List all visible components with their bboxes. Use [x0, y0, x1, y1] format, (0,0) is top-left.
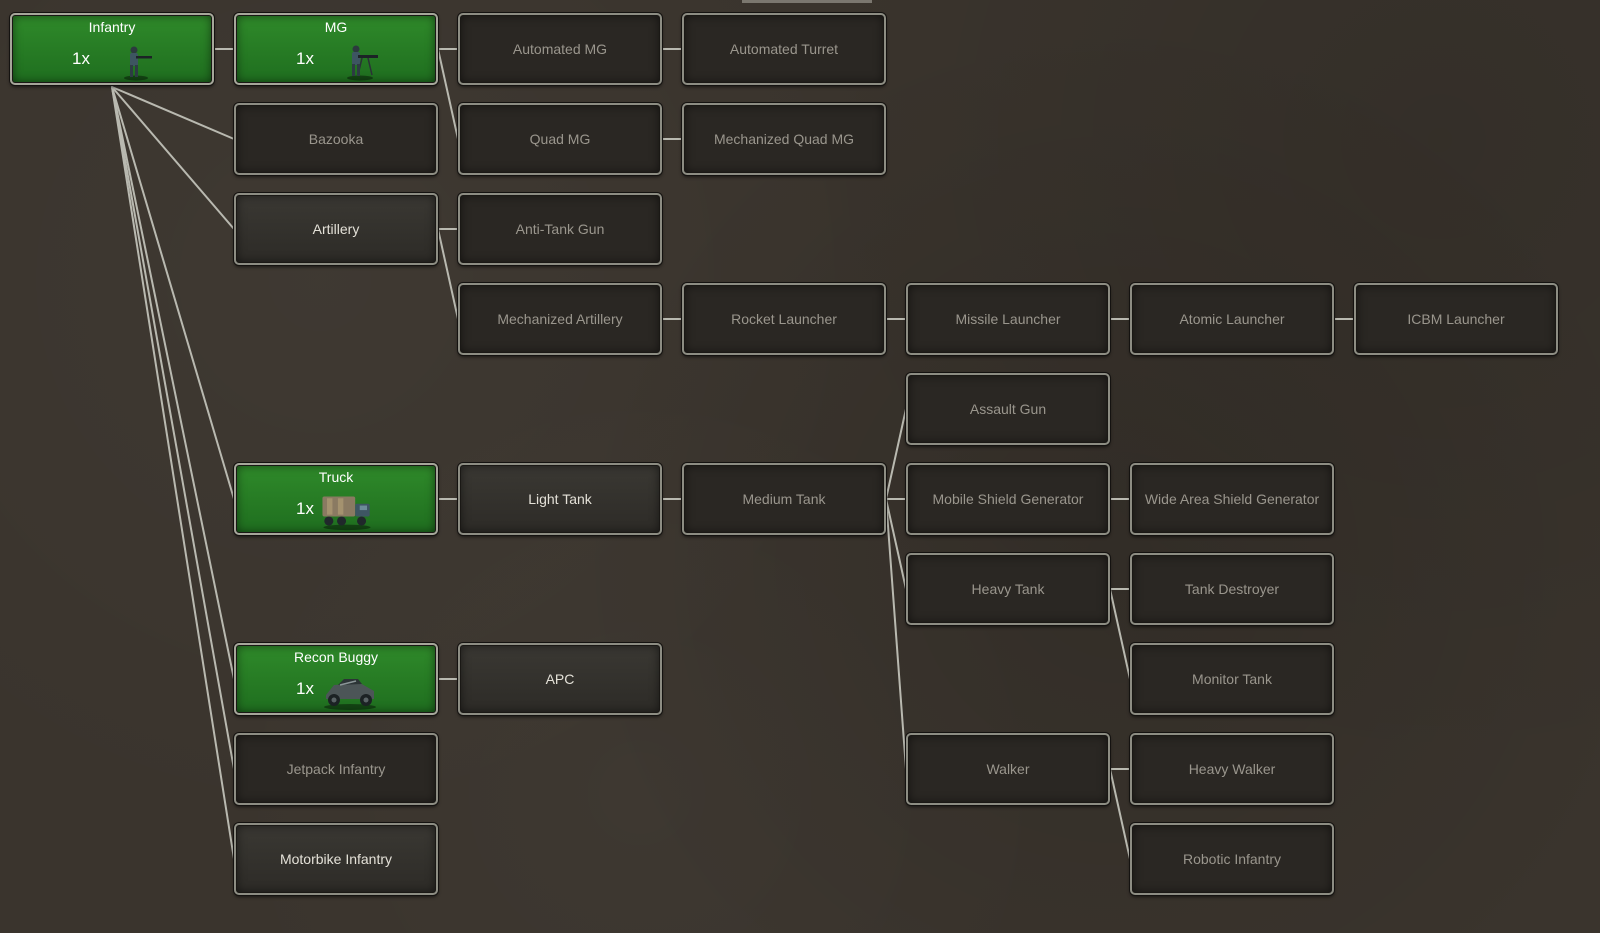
node-label: Automated MG — [512, 41, 608, 57]
node-robotic-infantry[interactable]: Robotic Infantry — [1130, 823, 1334, 895]
node-walker[interactable]: Walker — [906, 733, 1110, 805]
node-label: Walker — [986, 761, 1030, 777]
link-infantry-motorbike_infantry — [111, 86, 235, 860]
link-medium_tank-heavy_tank — [885, 498, 907, 590]
node-label: Robotic Infantry — [1182, 851, 1282, 867]
node-tank-destroyer[interactable]: Tank Destroyer — [1130, 553, 1334, 625]
node-label: Bazooka — [308, 131, 364, 147]
node-label: Mobile Shield Generator — [932, 491, 1084, 507]
node-label: Jetpack Infantry — [286, 761, 386, 777]
node-anti-tank-gun[interactable]: Anti-Tank Gun — [458, 193, 662, 265]
node-truck[interactable]: Truck 1x — [234, 463, 438, 535]
node-mg[interactable]: MG 1x — [234, 13, 438, 85]
node-label: Atomic Launcher — [1179, 311, 1285, 327]
node-label: ICBM Launcher — [1407, 311, 1505, 327]
node-heavy-walker[interactable]: Heavy Walker — [1130, 733, 1334, 805]
unit-count: 1x — [72, 49, 90, 68]
truck-icon — [322, 496, 371, 531]
node-label: APC — [545, 671, 575, 687]
link-walker-robotic_infantry — [1109, 768, 1131, 860]
node-label: Assault Gun — [969, 401, 1047, 417]
node-icbm-launcher[interactable]: ICBM Launcher — [1354, 283, 1558, 355]
node-recon-buggy[interactable]: Recon Buggy 1x — [234, 643, 438, 715]
node-infantry[interactable]: Infantry 1x — [10, 13, 214, 85]
link-medium_tank-assault_gun — [885, 408, 907, 500]
node-wide-area-shield-generator[interactable]: Wide Area Shield Generator — [1130, 463, 1334, 535]
link-infantry-recon_buggy — [111, 86, 235, 680]
node-mobile-shield-generator[interactable]: Mobile Shield Generator — [906, 463, 1110, 535]
node-rocket-launcher[interactable]: Rocket Launcher — [682, 283, 886, 355]
node-medium-tank[interactable]: Medium Tank — [682, 463, 886, 535]
link-infantry-truck — [111, 86, 235, 500]
link-medium_tank-walker — [885, 498, 907, 770]
unit-count: 1x — [296, 679, 314, 698]
node-label: Quad MG — [529, 131, 591, 147]
node-label: MG — [324, 19, 348, 35]
node-bazooka[interactable]: Bazooka — [234, 103, 438, 175]
link-mg-quad_mg — [437, 48, 459, 140]
node-label: Wide Area Shield Generator — [1144, 491, 1320, 507]
node-label: Heavy Tank — [971, 581, 1045, 597]
node-jetpack-infantry[interactable]: Jetpack Infantry — [234, 733, 438, 805]
recon-buggy-icon — [324, 679, 376, 710]
infantry-soldier-icon — [124, 46, 152, 81]
node-label: Automated Turret — [729, 41, 839, 57]
node-label: Motorbike Infantry — [279, 851, 393, 867]
node-light-tank[interactable]: Light Tank — [458, 463, 662, 535]
node-missile-launcher[interactable]: Missile Launcher — [906, 283, 1110, 355]
node-automated-turret[interactable]: Automated Turret — [682, 13, 886, 85]
unit-count: 1x — [296, 499, 314, 518]
link-infantry-jetpack_infantry — [111, 86, 235, 770]
node-label: Missile Launcher — [955, 311, 1061, 327]
node-label: Infantry — [88, 19, 136, 35]
node-label: Truck — [318, 469, 354, 485]
node-monitor-tank[interactable]: Monitor Tank — [1130, 643, 1334, 715]
node-assault-gun[interactable]: Assault Gun — [906, 373, 1110, 445]
node-label: Recon Buggy — [293, 649, 379, 665]
node-label: Medium Tank — [742, 491, 826, 507]
node-label: Mechanized Quad MG — [713, 131, 855, 147]
node-label: Tank Destroyer — [1184, 581, 1280, 597]
unit-count: 1x — [296, 49, 314, 68]
node-label: Light Tank — [528, 491, 592, 507]
node-label: Mechanized Artillery — [497, 311, 623, 327]
node-apc[interactable]: APC — [458, 643, 662, 715]
node-heavy-tank[interactable]: Heavy Tank — [906, 553, 1110, 625]
node-mechanized-quad-mg[interactable]: Mechanized Quad MG — [682, 103, 886, 175]
node-label: Monitor Tank — [1192, 671, 1272, 687]
link-infantry-bazooka — [111, 86, 235, 140]
node-label: Anti-Tank Gun — [515, 221, 605, 237]
node-motorbike-infantry[interactable]: Motorbike Infantry — [234, 823, 438, 895]
node-atomic-launcher[interactable]: Atomic Launcher — [1130, 283, 1334, 355]
node-label: Rocket Launcher — [731, 311, 837, 327]
link-artillery-mechanized_artillery — [437, 228, 459, 320]
node-mechanized-artillery[interactable]: Mechanized Artillery — [458, 283, 662, 355]
node-artillery[interactable]: Artillery — [234, 193, 438, 265]
link-heavy_tank-monitor_tank — [1109, 588, 1131, 680]
node-label: Heavy Walker — [1188, 761, 1276, 777]
mg-gunner-icon — [347, 45, 378, 81]
top-scroll-marker — [742, 0, 872, 3]
node-automated-mg[interactable]: Automated MG — [458, 13, 662, 85]
link-infantry-artillery — [111, 86, 235, 230]
node-label: Artillery — [312, 221, 360, 237]
node-quad-mg[interactable]: Quad MG — [458, 103, 662, 175]
